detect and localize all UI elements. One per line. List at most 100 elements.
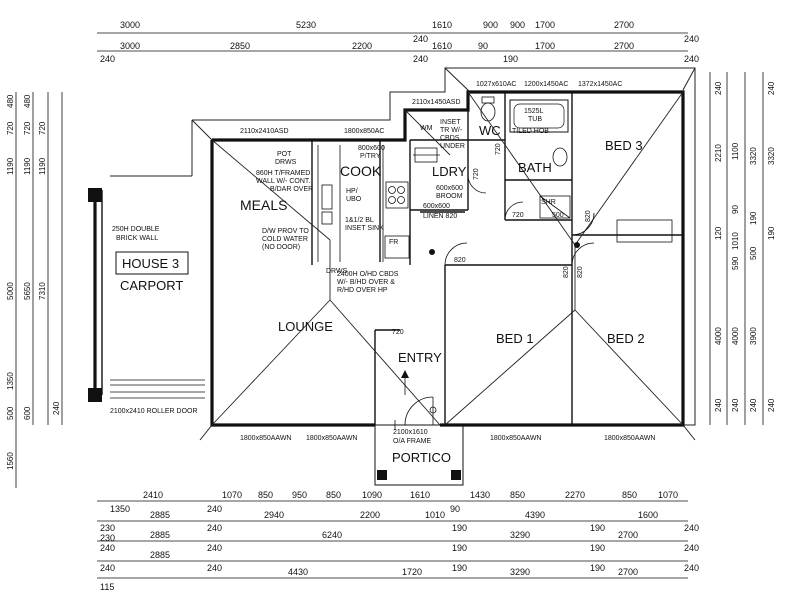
dim-left: 720 [6, 121, 15, 135]
dim-left: 5000 [6, 282, 15, 300]
exterior-walls [93, 90, 685, 427]
dim-top: 2850 [230, 41, 250, 51]
dimension-lines [15, 32, 764, 579]
room-lounge: LOUNGE [278, 319, 333, 334]
room-wc: WC [479, 123, 501, 138]
dim-right: 240 [767, 398, 776, 412]
room-house: HOUSE 3 [122, 256, 179, 271]
door-width: 820 [563, 266, 570, 278]
dim-left: 720 [38, 121, 47, 135]
dim-bottom: 240 [207, 523, 222, 533]
room-labels: MEALS COOK LDRY WC BATH BED 3 LOUNGE ENT… [120, 123, 645, 465]
dim-bottom: 2700 [618, 567, 638, 577]
portico [374, 370, 464, 486]
window-labels: 2110x2410ASD 1800x850AC 2110x1450ASD 102… [240, 81, 656, 442]
dim-bottom: 1430 [470, 490, 490, 500]
dim-bottom: 115 [100, 582, 114, 592]
note-roller: 2100x2410 ROLLER DOOR [110, 408, 198, 415]
note-cbds-3: R/HD OVER HP [337, 287, 388, 294]
dim-left: 480 [23, 94, 32, 108]
dim-right: 240 [714, 398, 723, 412]
note-wall-1: 860H T/FRAMED [256, 170, 310, 177]
note-frame-2: O/A FRAME [393, 438, 431, 445]
left-dimensions: 480 720 1190 5000 1350 500 1560 480 720 … [6, 94, 61, 470]
window-label: 1800x850AC [344, 128, 384, 135]
dim-left: 1350 [6, 372, 15, 390]
note-tiled-hob: TILED HOB [512, 128, 549, 135]
dim-bottom: 4430 [288, 567, 308, 577]
dim-bottom: 1350 [110, 504, 130, 514]
dim-bottom: 1010 [425, 510, 445, 520]
dim-top: 240 [100, 54, 115, 64]
dim-bottom: 2700 [618, 530, 638, 540]
dim-right: 90 [731, 205, 740, 214]
dim-bottom: 2940 [264, 510, 284, 520]
dim-bottom: 2885 [150, 510, 170, 520]
dim-bottom: 850 [510, 490, 525, 500]
dim-left: 500 [6, 406, 15, 420]
dim-bottom: 190 [590, 563, 605, 573]
room-bed1: BED 1 [496, 331, 534, 346]
right-dimensions: 240 2210 120 4000 240 1100 90 1010 590 4… [714, 81, 776, 412]
note-drws: DRWS [275, 159, 297, 166]
dim-bottom: 90 [450, 504, 460, 514]
note-wall-2: WALL W/- CONT. [256, 178, 310, 185]
dim-top: 2700 [614, 20, 634, 30]
dim-right: 240 [714, 81, 723, 95]
note-wm-5: UNDER [440, 143, 465, 150]
dim-right: 2210 [714, 144, 723, 162]
note-cold-1: D/W PROV TO [262, 228, 309, 235]
window-label: 2110x2410ASD [240, 128, 289, 135]
note-cbds-1: 2400H O/HD CBDS [337, 271, 399, 278]
door-width: 720 [512, 212, 524, 219]
dim-right: 590 [731, 256, 740, 270]
dim-left: 240 [52, 401, 61, 415]
note-cold-2: COLD WATER [262, 236, 308, 243]
note-broom-1: 600x600 [436, 185, 463, 192]
dim-top: 3000 [120, 41, 140, 51]
dim-top: 2200 [352, 41, 372, 51]
dim-left: 1560 [6, 452, 15, 470]
dim-bottom: 190 [452, 543, 467, 553]
dim-bottom: 1600 [638, 510, 658, 520]
dim-left: 480 [6, 94, 15, 108]
note-wm-1: WM [420, 125, 433, 132]
dim-right: 240 [731, 398, 740, 412]
dim-bottom: 1070 [658, 490, 678, 500]
room-carport: CARPORT [120, 278, 183, 293]
dim-bottom: 190 [452, 563, 467, 573]
dim-bottom: 230 [100, 523, 115, 533]
room-bed3: BED 3 [605, 138, 643, 153]
top-dimensions: 3000 5230 240 1610 900 900 1700 2700 240… [100, 20, 699, 64]
note-sink-2: INSET SINK [345, 225, 384, 232]
dim-right: 4000 [731, 327, 740, 345]
note-frame-1: 2100x1610 [393, 429, 428, 436]
dim-bottom: 190 [590, 523, 605, 533]
dim-bottom: 850 [258, 490, 273, 500]
dim-right: 3900 [749, 327, 758, 345]
room-ldry: LDRY [432, 164, 467, 179]
door-width: 720 [392, 329, 404, 336]
dim-right: 190 [767, 226, 776, 240]
room-bed2: BED 2 [607, 331, 645, 346]
window-label: 1800x850AAWN [490, 435, 542, 442]
dim-bottom: 230 [100, 533, 115, 543]
door-width: 500 [552, 212, 564, 219]
room-entry: ENTRY [398, 350, 442, 365]
dim-right: 500 [749, 246, 758, 260]
room-meals: MEALS [240, 197, 287, 213]
dim-bottom: 6240 [322, 530, 342, 540]
door-width: 820 [577, 266, 584, 278]
note-tub-1: 1525L [524, 108, 544, 115]
window-label: 2110x1450ASD [412, 99, 461, 106]
dim-top: 1610 [432, 41, 452, 51]
note-cbds-2: W/- B/HD OVER & [337, 279, 395, 286]
note-pot: POT [277, 151, 292, 158]
dim-right: 240 [749, 398, 758, 412]
note-brick-2: BRICK WALL [116, 235, 158, 242]
room-cook: COOK [340, 163, 382, 179]
dim-right: 3320 [749, 147, 758, 165]
dim-top: 240 [684, 34, 699, 44]
dim-bottom: 240 [100, 543, 115, 553]
dim-top: 90 [478, 41, 488, 51]
